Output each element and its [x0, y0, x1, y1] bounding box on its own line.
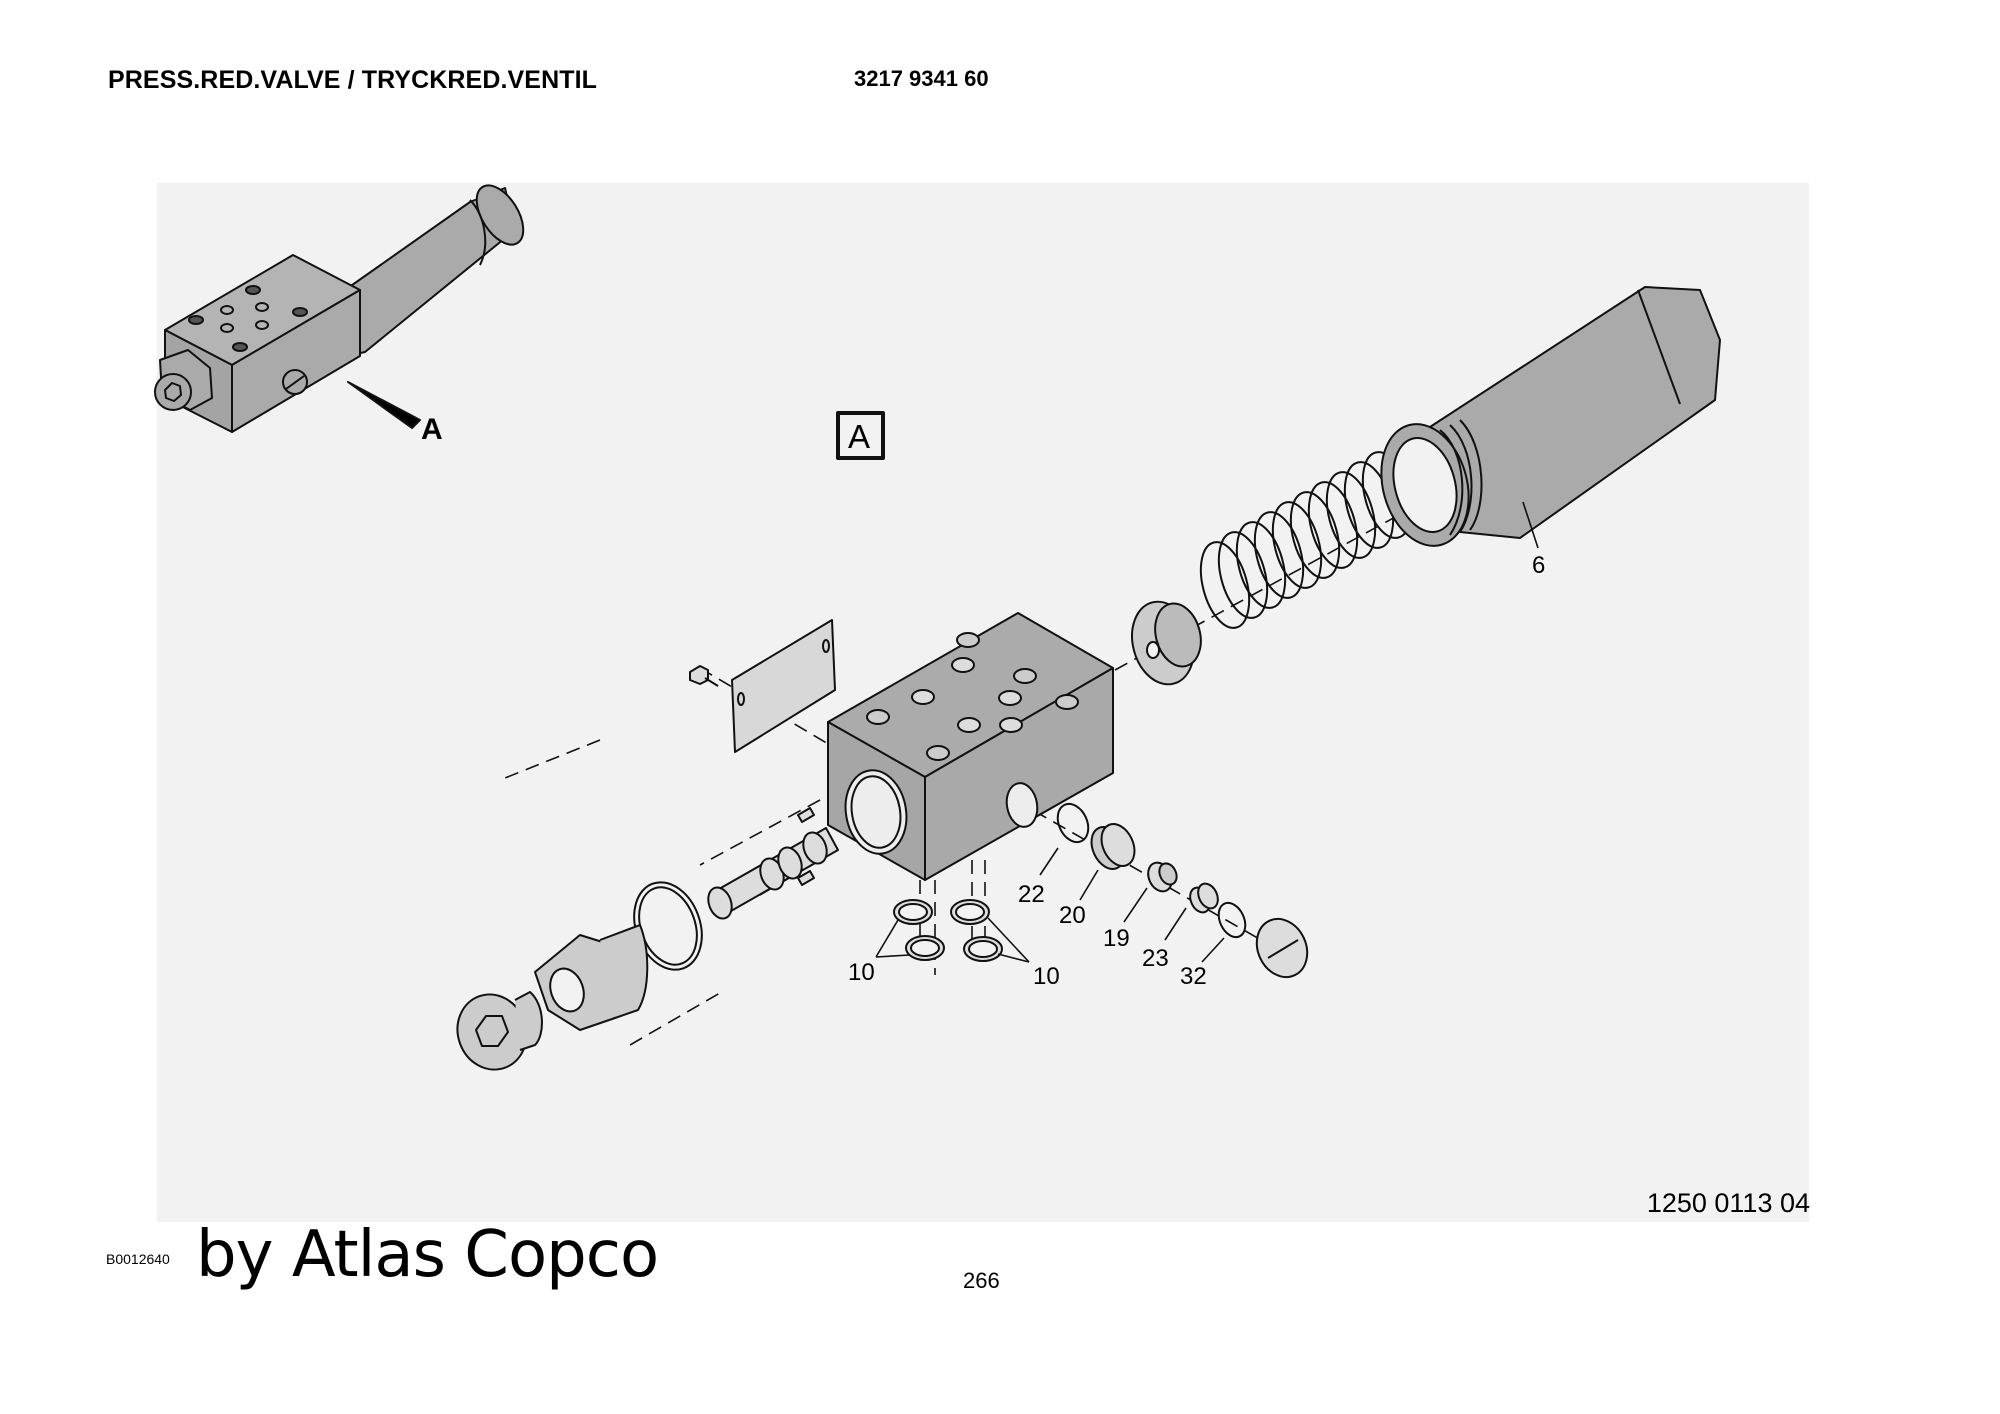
leader-lines	[875, 501, 1539, 963]
overview-block-side	[231, 289, 361, 433]
seal-rings	[893, 899, 1003, 962]
spring-23	[1189, 882, 1219, 914]
sleeve-20	[1090, 823, 1136, 870]
callout-22: 22	[1018, 881, 1045, 908]
drawing-number: 1250 0113 04	[1646, 1188, 1810, 1218]
page-number: 266	[963, 1268, 1000, 1293]
callout-10-left: 10	[848, 959, 875, 986]
callout-20: 20	[1059, 902, 1086, 929]
socket-plug	[456, 991, 543, 1071]
callout-32: 32	[1180, 963, 1207, 990]
brand-text: by Atlas Copco	[196, 1218, 659, 1292]
spool	[707, 827, 839, 920]
set-screw	[797, 870, 815, 886]
document-id: B0012640	[106, 1251, 170, 1267]
callouts: 6 22 20 19 23 32 10 10	[848, 552, 1545, 990]
cover-plate	[689, 619, 836, 753]
o-ring-32	[1217, 901, 1247, 939]
spring	[1199, 451, 1413, 629]
callout-23: 23	[1142, 945, 1169, 972]
slotted-plug	[1255, 917, 1309, 979]
valve-block	[827, 612, 1114, 881]
hex-fitting	[534, 924, 649, 1031]
view-box	[836, 411, 885, 460]
callout-19: 19	[1103, 925, 1130, 952]
page-title: PRESS.RED.VALVE / TRYCKRED.VENTIL	[108, 66, 598, 94]
spring-seat	[1131, 600, 1202, 686]
part-number: 3217 9341 60	[854, 66, 989, 91]
callout-6: 6	[1532, 552, 1545, 579]
view-box-label: A	[848, 418, 870, 455]
piston-19	[1147, 861, 1178, 893]
overview-assembly	[154, 184, 525, 433]
cylinder-part-6	[1380, 286, 1721, 547]
view-arrow	[347, 381, 421, 429]
o-ring-22	[1056, 802, 1090, 844]
callout-10-right: 10	[1033, 963, 1060, 990]
set-screw	[797, 807, 815, 823]
view-marker-label: A	[421, 413, 443, 446]
